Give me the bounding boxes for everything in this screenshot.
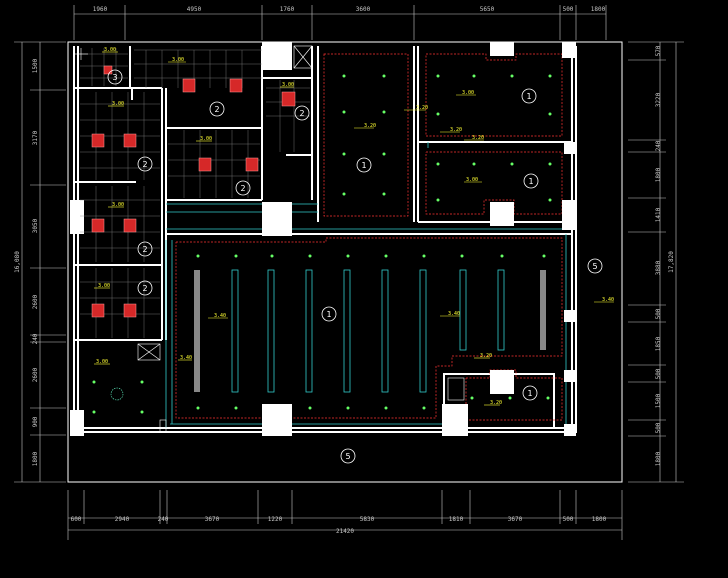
level-label: 3.40: [214, 313, 226, 319]
dim-right-10: 1500: [655, 393, 662, 408]
dim-bottom-10: 1800: [592, 516, 607, 523]
dimension-text-top: 1960 4950 1760 3600 5650 500 1800: [93, 6, 606, 13]
dim-left-4: 2600: [32, 294, 39, 309]
dim-left-5: 240: [32, 333, 39, 344]
dim-left-1: 1500: [32, 58, 39, 73]
level-label: 3.00: [112, 101, 124, 107]
dim-right-total: 17,820: [668, 251, 675, 273]
walls: [73, 46, 577, 433]
dim-right-1: 570: [655, 45, 662, 56]
dim-bottom-4: 3670: [205, 516, 220, 523]
ceiling-level-labels: 3.00 3.00 3.00 3.00 3.00 3.00 3.00 3.00 …: [94, 47, 614, 406]
room-marker: 1: [326, 310, 331, 319]
dim-bottom-9: 500: [563, 516, 574, 523]
dim-right-9: 500: [655, 368, 662, 379]
level-label: 3.00: [462, 90, 474, 96]
dim-right-11: 500: [655, 422, 662, 433]
site-boundary: [67, 41, 623, 483]
dim-left-3: 3050: [32, 218, 39, 233]
level-label: 3.00: [200, 136, 212, 142]
room-marker: 2: [142, 160, 147, 169]
room-marker: 1: [526, 92, 531, 101]
dim-left-8: 1800: [32, 451, 39, 466]
cyan-ceiling-lines: [165, 142, 572, 428]
room-markers[interactable]: 1 1 1 1 1 2 2 2 2 2 2 3 5 5: [107, 69, 603, 464]
level-label: 3.00: [282, 82, 294, 88]
dim-left-6: 2600: [32, 367, 39, 382]
linear-light-fixtures: [194, 269, 546, 393]
columns[interactable]: [70, 42, 576, 436]
dim-right-3: 240: [655, 140, 662, 151]
plan-details: [74, 45, 465, 433]
dim-right-5: 1410: [655, 207, 662, 222]
dim-right-7: 500: [655, 308, 662, 319]
dimension-text-bottom: 600 2940 240 3670 1220 5830 1810 3670 50…: [71, 516, 607, 535]
dim-bottom-1: 600: [71, 516, 82, 523]
level-label: 3.00: [112, 202, 124, 208]
level-label: 3.00: [466, 177, 478, 183]
room-marker: 5: [345, 452, 350, 461]
dim-bottom-6: 5830: [360, 516, 375, 523]
level-label: 3.20: [472, 135, 484, 141]
room-marker: 2: [299, 109, 304, 118]
dim-right-12: 1800: [655, 451, 662, 466]
dim-bottom-total: 21420: [336, 528, 354, 535]
room-marker: 2: [142, 284, 147, 293]
level-label: 3.00: [96, 359, 108, 365]
level-label: 3.20: [364, 123, 376, 129]
level-label: 3.00: [98, 283, 110, 289]
dim-bottom-3: 240: [158, 516, 169, 523]
room-marker: 2: [142, 245, 147, 254]
dim-right-8: 1850: [655, 336, 662, 351]
level-label: 3.40: [448, 311, 460, 317]
dimension-lines: [14, 5, 684, 540]
level-label: 3.00: [104, 47, 116, 53]
dim-top-7: 1800: [591, 6, 606, 13]
dim-right-6: 3880: [655, 260, 662, 275]
lamp-dots: [92, 74, 552, 414]
room-marker: 1: [528, 177, 533, 186]
ceiling-edge-dashed: [175, 53, 563, 421]
room-marker: 5: [592, 262, 597, 271]
dim-top-2: 4950: [187, 6, 202, 13]
level-label: 3.20: [480, 353, 492, 359]
level-label: 3.40: [602, 297, 614, 303]
dim-top-1: 1960: [93, 6, 108, 13]
dim-bottom-5: 1220: [268, 516, 283, 523]
level-label: 3.20: [416, 105, 428, 111]
red-ceiling-fixtures: [91, 65, 296, 318]
dim-left-total: 16,080: [14, 251, 21, 273]
dimension-text-left: 1500 3170 3050 2600 240 2600 900 1800 16…: [14, 58, 39, 466]
dim-top-4: 3600: [356, 6, 371, 13]
room-marker: 2: [240, 184, 245, 193]
room-marker: 2: [214, 105, 219, 114]
dim-left-2: 3170: [32, 130, 39, 145]
dim-bottom-2: 2940: [115, 516, 130, 523]
dim-bottom-7: 1810: [449, 516, 464, 523]
room-marker: 1: [361, 161, 366, 170]
dimension-text-right: 570 3220 240 1800 1410 3880 500 1850 500…: [655, 45, 675, 466]
level-label: 3.20: [490, 400, 502, 406]
dim-right-2: 3220: [655, 92, 662, 107]
dim-top-5: 5650: [480, 6, 495, 13]
level-label: 3.20: [450, 127, 462, 133]
level-label: 3.00: [172, 57, 184, 63]
level-label: 3.40: [180, 355, 192, 361]
dim-top-3: 1760: [280, 6, 295, 13]
dim-left-7: 900: [32, 416, 39, 427]
dim-top-6: 500: [563, 6, 574, 13]
dim-bottom-8: 3670: [508, 516, 523, 523]
room-marker: 3: [112, 73, 117, 82]
room-marker: 1: [527, 389, 532, 398]
dim-right-4: 1800: [655, 167, 662, 182]
